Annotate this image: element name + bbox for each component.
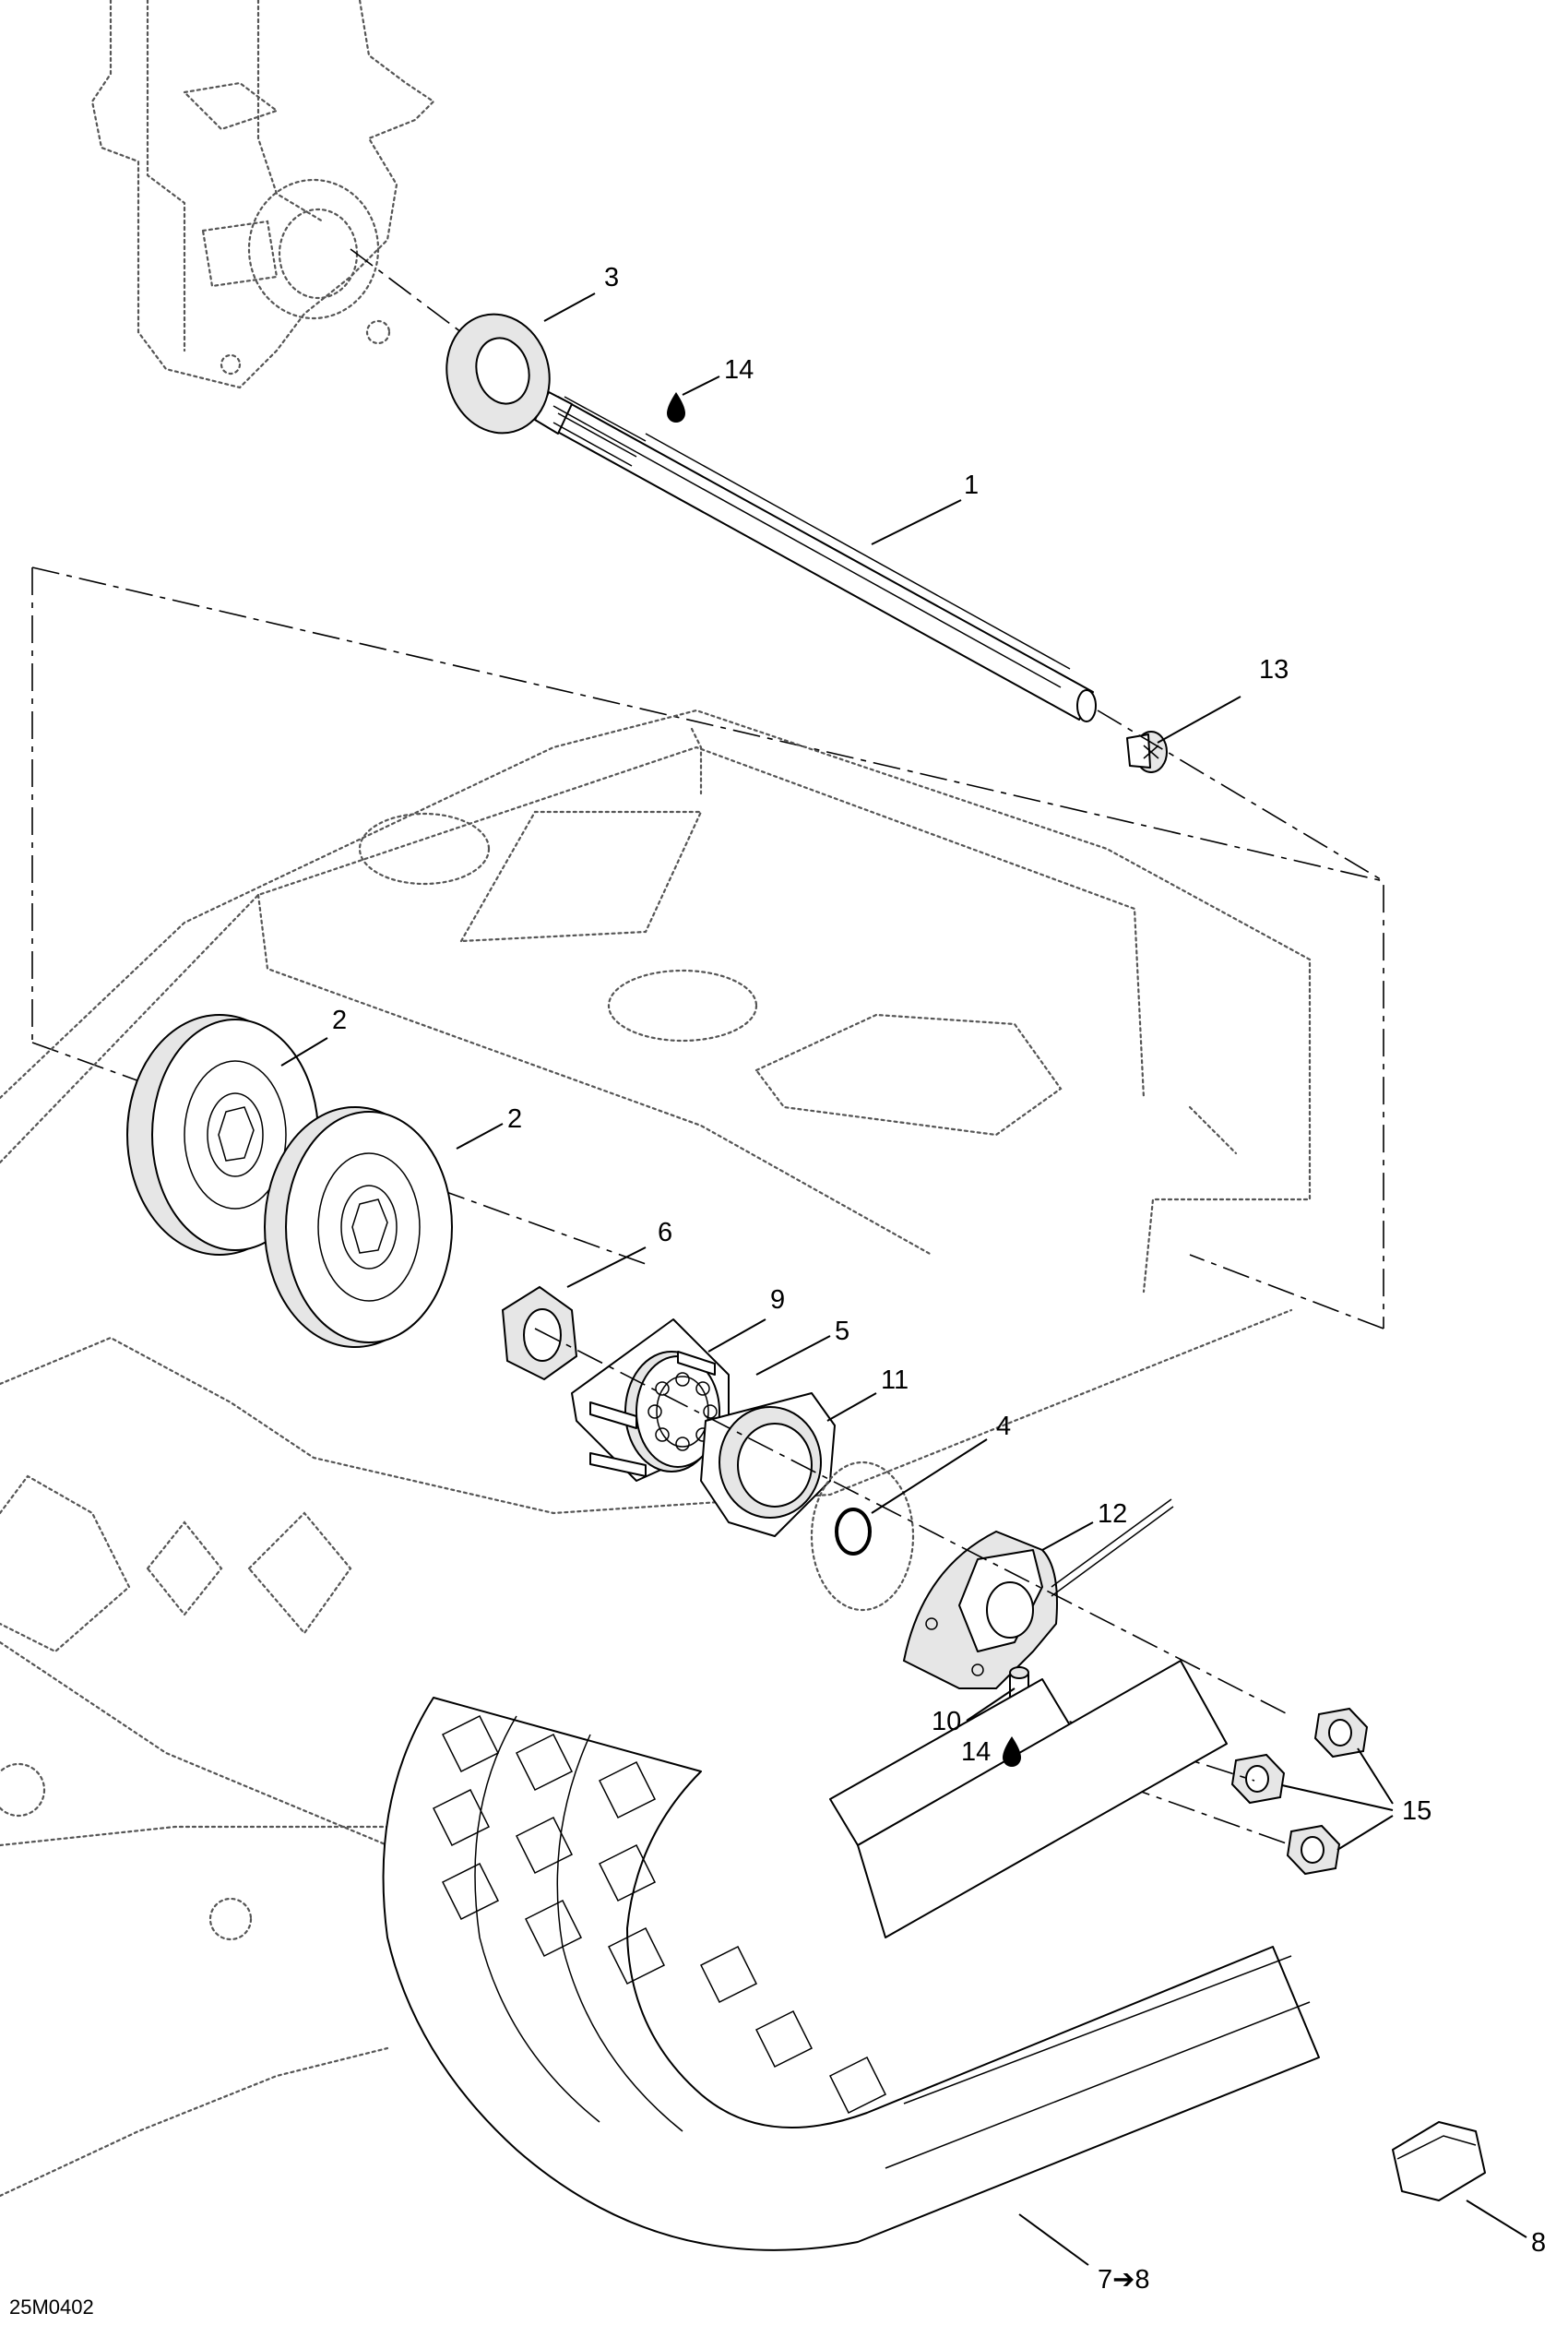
callout-9: 9 (770, 1285, 785, 1315)
callout-labels: 3 14 1 13 2 2 6 9 5 11 4 12 10 14 15 8 7… (332, 263, 1546, 2295)
callout-12: 12 (1098, 1499, 1127, 1529)
axle-plug (1126, 731, 1168, 773)
callout-6: 6 (658, 1218, 672, 1247)
callout-15: 15 (1402, 1796, 1431, 1826)
callout-1: 1 (964, 471, 979, 500)
center-axis-lines (350, 248, 1384, 1846)
reference-code: 25M0402 (9, 2295, 94, 2319)
leader-lines (280, 292, 1527, 2266)
lock-nut-1 (1313, 1707, 1369, 1759)
washer (445, 313, 551, 435)
seal-plate (700, 1392, 836, 1537)
callout-5: 5 (835, 1317, 849, 1346)
track-clip (1392, 2121, 1486, 2201)
end-bearing-housing (902, 1498, 1174, 1689)
sprocket-right (264, 1106, 453, 1348)
track (382, 1660, 1320, 2251)
callout-14-top: 14 (724, 355, 754, 385)
bearing-flange (571, 1318, 730, 1482)
retainer-plate (501, 1285, 578, 1381)
callout-7-8: 7➔8 (1098, 2265, 1150, 2295)
callout-11: 11 (881, 1365, 909, 1395)
o-ring (810, 1461, 915, 1612)
bearing-balls (647, 1372, 718, 1451)
callout-2-right: 2 (507, 1104, 522, 1134)
callout-13: 13 (1259, 655, 1289, 685)
drive-axle (534, 391, 1097, 722)
callout-10: 10 (932, 1707, 961, 1736)
chaincase-housing (90, 0, 435, 389)
oil-drop-icon (667, 392, 685, 423)
callout-4: 4 (996, 1412, 1011, 1441)
lock-nut-2 (1230, 1753, 1286, 1805)
callout-14-bottom: 14 (961, 1737, 991, 1767)
callout-3: 3 (604, 263, 619, 292)
callout-8: 8 (1531, 2228, 1546, 2258)
oil-drop-icon (1003, 1736, 1021, 1767)
callout-2-left: 2 (332, 1006, 347, 1035)
lock-nut-3 (1286, 1824, 1341, 1876)
